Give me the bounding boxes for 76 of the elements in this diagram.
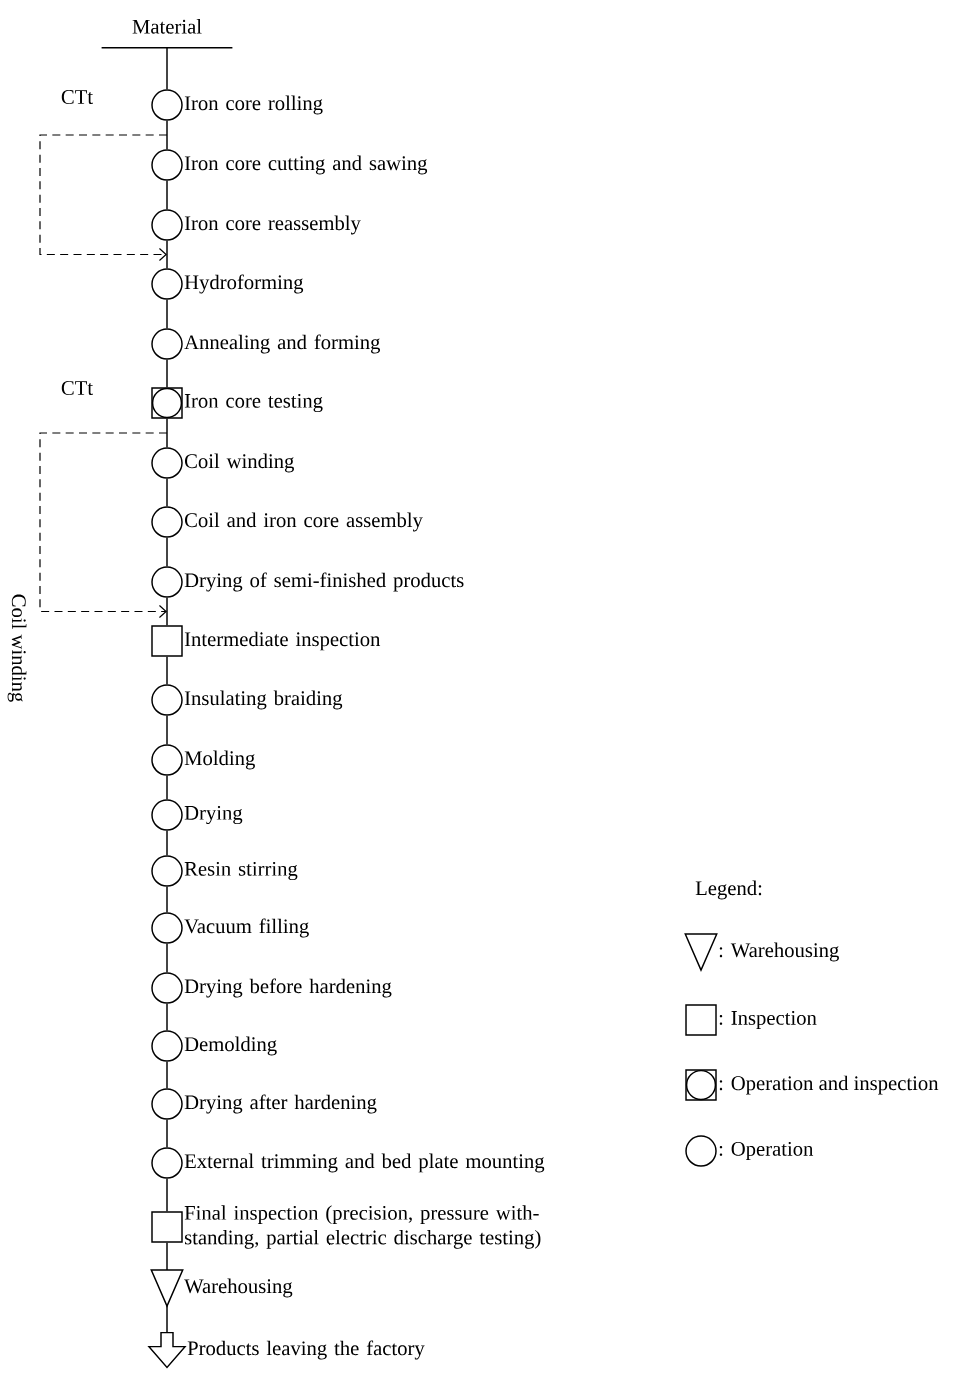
flow-line xyxy=(166,1003,168,1031)
step-label: Iron core reassembly xyxy=(184,215,361,235)
step-label: Vacuum filling xyxy=(184,918,309,938)
operation-circle xyxy=(151,566,183,598)
step-label: Warehousing xyxy=(184,1278,293,1298)
legend-text: : Operation and inspection xyxy=(719,1075,939,1095)
step-label: Coil winding xyxy=(185,453,294,473)
operation-circle xyxy=(151,1088,183,1120)
step-label: Coil and iron core assembly xyxy=(185,512,423,532)
step-label: Annealing and forming xyxy=(184,334,381,354)
material-bar: Material xyxy=(100,19,234,49)
flow-line xyxy=(166,240,168,269)
operation-circle xyxy=(151,328,183,360)
flow-line xyxy=(166,886,168,913)
flow-line xyxy=(166,943,168,973)
operation-circle xyxy=(151,506,183,538)
flow-line xyxy=(166,299,168,329)
flow-line xyxy=(166,1119,168,1148)
legend-heading: Legend: xyxy=(695,880,762,900)
step-label: Demolding xyxy=(184,1036,277,1056)
flow-line xyxy=(166,1242,168,1271)
flow-line xyxy=(166,1178,168,1212)
operation-circle xyxy=(151,799,183,831)
flow-line xyxy=(166,180,168,210)
legend-text: : Inspection xyxy=(719,1011,817,1030)
flow-line xyxy=(166,359,168,388)
step-label: Drying xyxy=(184,805,243,825)
flow-line xyxy=(166,1061,168,1089)
step-label: Iron core testing xyxy=(184,393,323,413)
bypass-arrow xyxy=(39,134,168,262)
flow-line xyxy=(166,478,168,507)
operation-circle xyxy=(151,1030,183,1062)
flow-line xyxy=(166,1305,168,1334)
flow-line xyxy=(166,775,168,800)
flow-line xyxy=(166,418,168,448)
step-label: Iron core cutting and sawing xyxy=(184,155,428,175)
legend-text: : Warehousing xyxy=(719,942,839,962)
inspection-square xyxy=(151,1211,183,1243)
operation-circle xyxy=(151,855,183,887)
cycle-time-label: CTt xyxy=(61,90,93,104)
flow-line xyxy=(166,537,168,567)
operation-circle xyxy=(151,268,183,300)
flow-line xyxy=(166,715,168,745)
operation-circle xyxy=(151,972,183,1004)
flow-line xyxy=(166,47,168,90)
inspection-square xyxy=(151,625,183,657)
operation-circle xyxy=(151,447,183,479)
operation-circle xyxy=(151,89,183,121)
step-label: External trimming and bed plate mounting xyxy=(184,1153,545,1173)
step-label: Hydroforming xyxy=(184,274,304,294)
operation-inspection-symbol xyxy=(151,387,183,419)
step-label: Insulating braiding xyxy=(184,690,343,710)
bypass-arrow xyxy=(39,432,168,619)
operation-circle xyxy=(151,149,183,181)
step-label: Products leaving the factory xyxy=(187,1340,425,1360)
step-label: Intermediate inspection xyxy=(184,631,381,651)
flow-line xyxy=(166,830,168,856)
step-label: Drying before hardening xyxy=(184,978,392,998)
flow-line xyxy=(166,597,168,626)
legend-text: : Operation xyxy=(719,1142,814,1161)
operation-circle xyxy=(151,912,183,944)
operation-circle xyxy=(151,684,183,716)
operation-circle xyxy=(151,744,183,776)
step-label: Final inspection (precision, pressure with-standing, partial electric discharge testing) xyxy=(184,1205,541,1249)
cycle-time-label: CTt xyxy=(61,381,93,395)
side-label: Coil winding xyxy=(7,594,27,702)
operation-circle xyxy=(151,209,183,241)
step-label: Molding xyxy=(184,750,255,770)
outlet-arrow xyxy=(147,1331,187,1369)
step-label: Resin stirring xyxy=(184,861,298,881)
flow-line xyxy=(166,656,168,685)
step-label: Iron core rolling xyxy=(184,95,323,115)
step-label: Drying after hardening xyxy=(184,1094,377,1114)
flow-line xyxy=(166,120,168,150)
step-label: Drying of semi-finished products xyxy=(184,572,464,592)
operation-circle xyxy=(151,1147,183,1179)
